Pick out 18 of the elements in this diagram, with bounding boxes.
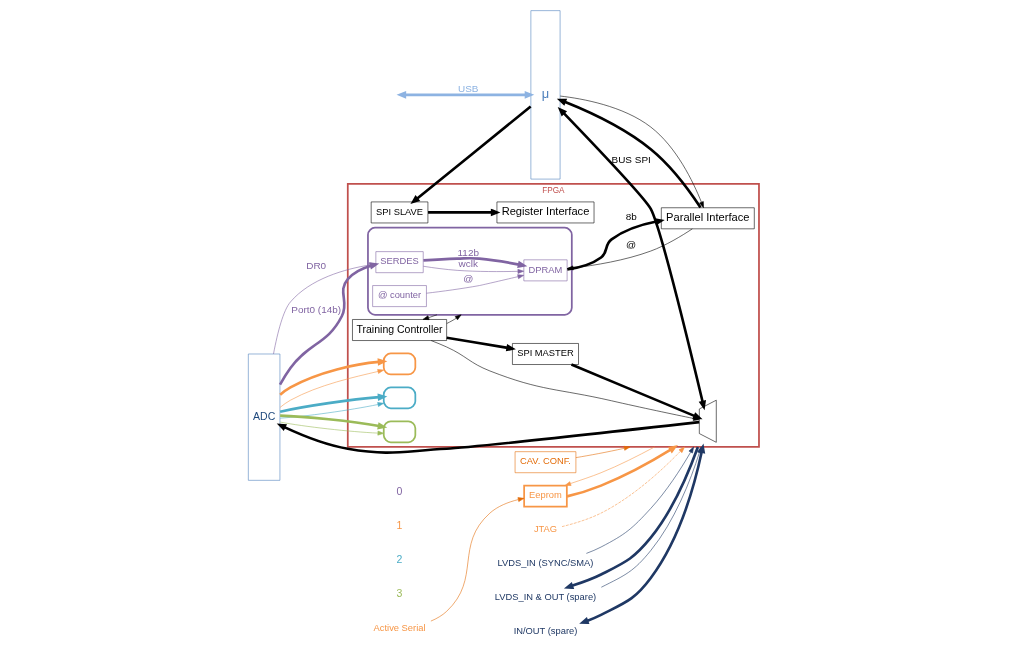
edge-label: wclk <box>458 258 478 270</box>
edge-label: BUS SPI <box>611 153 651 165</box>
label: 3 <box>396 586 403 599</box>
edge-label: @ <box>463 273 474 285</box>
edge-label: Port0 (14b) <box>291 303 342 315</box>
node-text: IN/OUT (spare) <box>513 626 578 637</box>
label: 0 <box>396 485 403 498</box>
edge-label: @ <box>626 238 637 250</box>
node-text: Active Serial <box>373 622 426 633</box>
edge-label: DR0 <box>306 259 327 271</box>
node-text: LVDS_IN (SYNC/SMA) <box>497 558 594 569</box>
label: 1 <box>396 519 403 532</box>
node-text: JTAG <box>533 524 558 535</box>
edge-label: 8b <box>625 210 637 222</box>
edge-label: 112b <box>457 246 479 258</box>
edge-label: USB <box>458 82 479 94</box>
label: 2 <box>396 553 403 566</box>
node-text: LVDS_IN & OUT (spare) <box>494 592 597 603</box>
